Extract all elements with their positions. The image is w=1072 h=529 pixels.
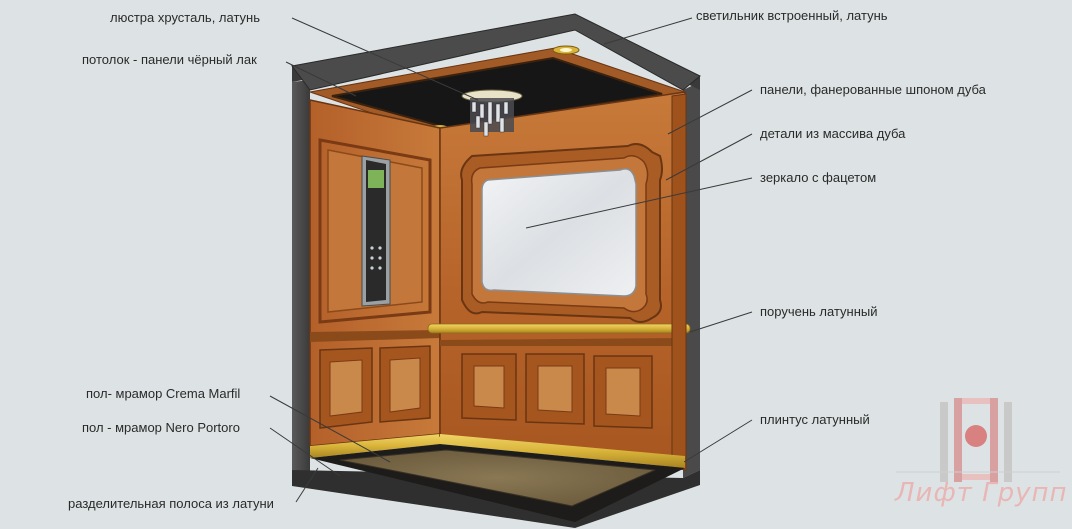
callout-skirting: плинтус латунный (760, 412, 870, 427)
callout-leaders (269, 17, 753, 503)
chandelier-icon (461, 89, 523, 137)
callout-floor-crema: пол- мрамор Crema Marfil (86, 386, 241, 401)
left-wall (309, 99, 441, 458)
callout-mirror: зеркало с фацетом (760, 170, 877, 185)
callout-veneer-panels: панели, фанерованные шпоном дуба (760, 82, 986, 97)
callout-downlight: светильник встроенный, латунь (696, 8, 888, 23)
back-wall (427, 91, 691, 471)
callout-chandelier: люстра хрусталь, латунь (110, 10, 261, 25)
floor-display-icon (368, 170, 384, 188)
lift-group-logo-icon (896, 398, 1060, 482)
callout-floor-nero: пол - мрамор Nero Portoro (82, 420, 240, 435)
handrail (427, 323, 691, 334)
callout-strip: разделительная полоса из латуни (68, 496, 274, 511)
callout-handrail: поручень латунный (760, 304, 878, 319)
logo-text: Лифт Групп (895, 478, 1068, 508)
floor (310, 444, 685, 522)
callout-solid-oak: детали из массива дуба (760, 126, 906, 141)
faceted-mirror (481, 168, 637, 297)
callout-ceiling: потолок - панели чёрный лак (82, 52, 257, 67)
